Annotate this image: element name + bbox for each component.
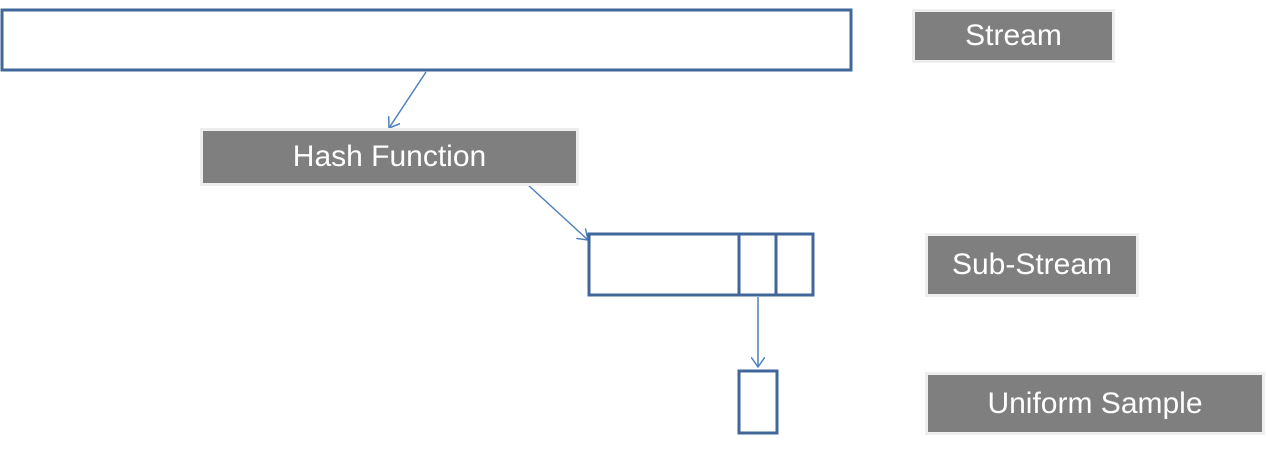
stream-label-text: Stream bbox=[965, 19, 1062, 52]
uniform-sample-box bbox=[737, 369, 779, 435]
sub-stream-box bbox=[587, 232, 815, 297]
hash-function-label-text: Hash Function bbox=[292, 140, 487, 173]
sub-stream-label: Sub-Stream bbox=[928, 236, 1136, 294]
hash-function-label: Hash Function bbox=[203, 131, 576, 183]
hash-to-substream-arrow bbox=[526, 183, 588, 240]
sub-stream-label-text: Sub-Stream bbox=[951, 248, 1113, 281]
stream-to-hash-arrow bbox=[389, 71, 427, 128]
stream-box bbox=[0, 8, 853, 72]
stream-label: Stream bbox=[915, 12, 1112, 60]
uniform-sample-label: Uniform Sample bbox=[928, 375, 1262, 432]
uniform-sample-label-text: Uniform Sample bbox=[987, 386, 1203, 420]
